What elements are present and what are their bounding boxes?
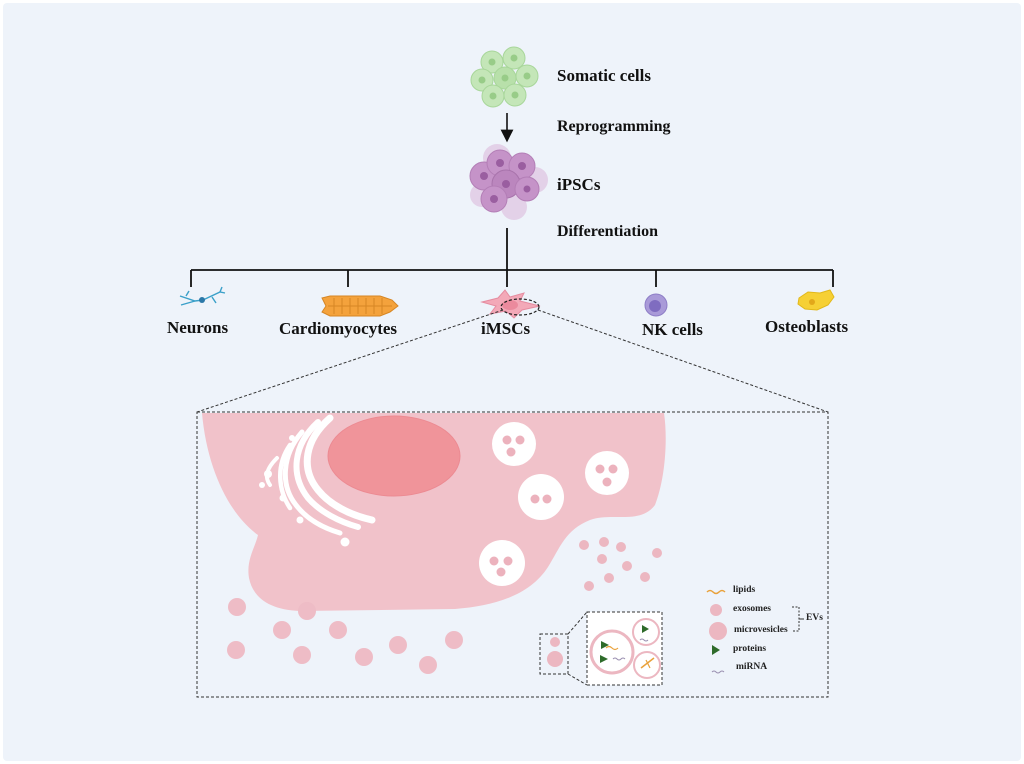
- legend-exosomes: exosomes: [733, 604, 771, 614]
- ev-zoom-source: [539, 611, 588, 686]
- somatic-cells-label: Somatic cells: [557, 66, 651, 85]
- legend-lipids: lipids: [733, 585, 756, 595]
- legend-evs: EVs: [806, 613, 823, 623]
- golgi-apparatus-icon: [259, 414, 376, 547]
- differentiation-tree: [190, 228, 834, 287]
- ipsc-cluster-icon: [469, 144, 548, 220]
- zoom-lines: [196, 309, 829, 698]
- figure-background: [3, 3, 1021, 761]
- legend-proteins: proteins: [733, 644, 767, 654]
- reprogramming-label: Reprogramming: [557, 118, 671, 135]
- osteoblast-icon: [797, 289, 835, 311]
- osteoblasts-label: Osteoblasts: [765, 317, 849, 336]
- legend-mirna: miRNA: [736, 662, 768, 672]
- microvesicle-particles: [227, 598, 463, 674]
- nk-cells-label: NK cells: [642, 320, 703, 339]
- neurons-label: Neurons: [167, 318, 229, 337]
- neuron-icon: [179, 286, 226, 306]
- imscs-label: iMSCs: [481, 319, 531, 338]
- cardiomyocytes-label: Cardiomyocytes: [279, 319, 398, 338]
- ev-zoom-detail: [586, 611, 663, 686]
- multivesicular-bodies: [479, 422, 629, 586]
- differentiation-label: Differentiation: [557, 223, 659, 240]
- ipsc-label: iPSCs: [557, 175, 601, 194]
- cardiomyocyte-icon: [321, 295, 399, 317]
- exosome-particles: [579, 537, 662, 591]
- imsc-icon: [480, 289, 541, 319]
- legend-icons: [706, 589, 804, 674]
- legend-microvesicles: microvesicles: [734, 625, 788, 635]
- imsc-cell-body: [202, 413, 666, 611]
- somatic-cells-icon: [470, 46, 539, 108]
- nk-cell-icon: [644, 293, 668, 317]
